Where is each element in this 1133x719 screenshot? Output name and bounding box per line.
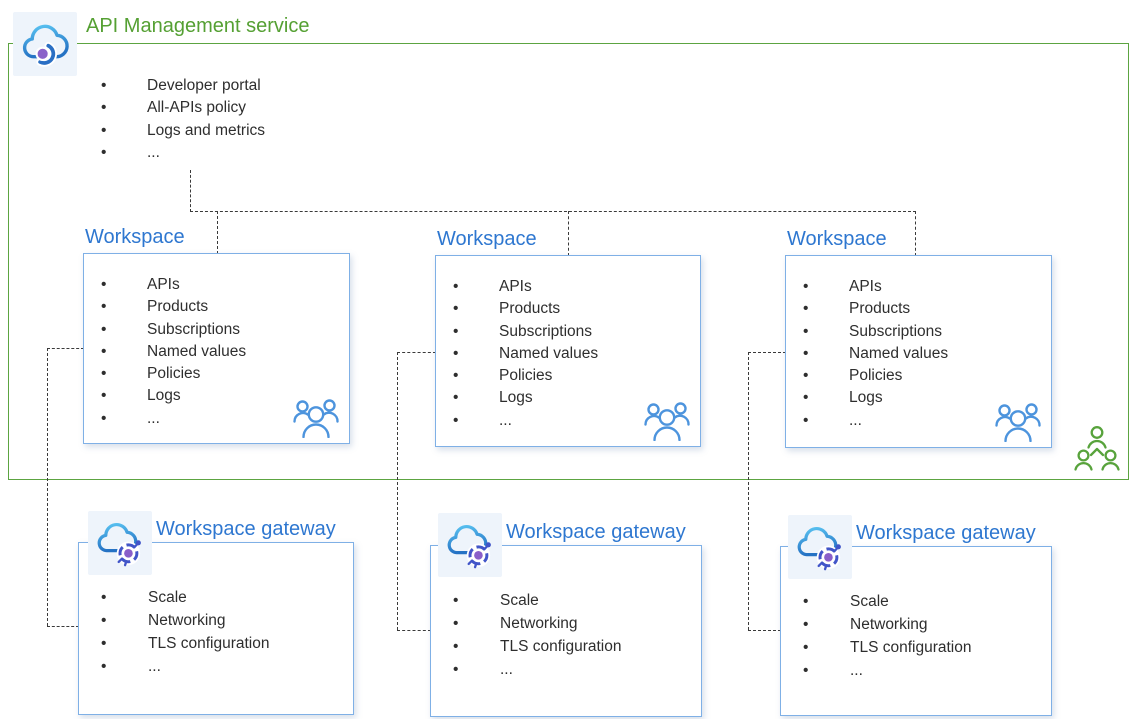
service-title: API Management service (86, 15, 310, 37)
workspace-list-item: Products (436, 298, 700, 321)
connector-ws3-out (748, 352, 786, 353)
workspace-list-item: APIs (786, 276, 1051, 299)
gateway-list-item: TLS configuration (431, 635, 622, 658)
gateway-1-title: Workspace gateway (156, 518, 336, 540)
connector-drop-workspace-3 (915, 211, 916, 256)
workspace-list-item: APIs (436, 276, 700, 299)
workspace-list-item: Logs (84, 385, 349, 408)
workspace-list-item: Policies (436, 365, 700, 388)
gateway-1-feature-list: Scale Networking TLS configuration ... (79, 586, 270, 678)
workspace-list-item: Subscriptions (786, 321, 1051, 344)
workspace-list-item: Subscriptions (436, 321, 700, 344)
workspace-3-feature-list: APIs Products Subscriptions Named values… (786, 276, 1051, 432)
gateway-list-item: Scale (79, 586, 270, 609)
api-management-service-box (8, 43, 1129, 480)
workspace-list-item: ... (786, 410, 1051, 433)
workspace-list-item: Policies (786, 365, 1051, 388)
gateway-list-item: Networking (781, 613, 972, 636)
team-members-icon (293, 399, 339, 438)
team-members-icon (644, 402, 690, 441)
workspace-1-box: APIs Products Subscriptions Named values… (83, 253, 350, 444)
connector-ws3-gateway-in (748, 630, 781, 631)
workspace-gateway-icon (438, 513, 502, 577)
gateway-cloud-icon (97, 522, 141, 567)
gateway-cloud-icon (447, 524, 491, 569)
connector-ws3-down (748, 352, 749, 630)
connector-ws1-gateway-in (47, 626, 79, 627)
gateway-list-item: ... (79, 655, 270, 678)
connector-ws1-down (47, 348, 48, 626)
service-list-item: ... (85, 142, 265, 165)
workspace-gateway-2-box: Scale Networking TLS configuration ... (430, 545, 702, 717)
gateway-list-item: Scale (431, 589, 622, 612)
workspace-gateway-icon (788, 515, 852, 579)
gateway-3-title: Workspace gateway (856, 522, 1036, 544)
api-management-cloud-icon (22, 24, 69, 67)
connector-service-trunk (190, 170, 191, 212)
team-members-icon (995, 403, 1041, 442)
service-list-item: Logs and metrics (85, 120, 265, 143)
workspace-3-title: Workspace (787, 228, 887, 250)
workspace-list-item: APIs (84, 274, 349, 297)
workspace-list-item: Logs (786, 387, 1051, 410)
workspace-2-title: Workspace (437, 228, 537, 250)
service-list-item: All-APIs policy (85, 97, 265, 120)
connector-service-bus (190, 211, 916, 212)
connector-drop-workspace-2 (568, 211, 569, 256)
workspace-list-item: Products (786, 298, 1051, 321)
gateway-list-item: ... (781, 659, 972, 682)
workspace-list-item: ... (84, 408, 349, 431)
collaborators-icon (1074, 426, 1120, 471)
workspace-1-feature-list: APIs Products Subscriptions Named values… (84, 274, 349, 430)
workspace-2-feature-list: APIs Products Subscriptions Named values… (436, 276, 700, 432)
service-list-item: Developer portal (85, 75, 265, 98)
workspace-gateway-icon (88, 511, 152, 575)
gateway-list-item: ... (431, 658, 622, 681)
gateway-list-item: Networking (431, 612, 622, 635)
gateway-2-feature-list: Scale Networking TLS configuration ... (431, 589, 622, 681)
gateway-cloud-icon (797, 526, 841, 571)
workspace-1-title: Workspace (85, 226, 185, 248)
connector-ws2-down (397, 352, 398, 630)
workspace-list-item: Named values (786, 343, 1051, 366)
api-management-icon (13, 12, 77, 76)
workspace-2-box: APIs Products Subscriptions Named values… (435, 255, 701, 447)
workspace-list-item: Named values (436, 343, 700, 366)
workspace-list-item: Named values (84, 341, 349, 364)
workspace-list-item: Products (84, 296, 349, 319)
gateway-list-item: TLS configuration (781, 636, 972, 659)
workspace-list-item: Policies (84, 363, 349, 386)
gateway-list-item: Scale (781, 590, 972, 613)
gateway-list-item: Networking (79, 609, 270, 632)
gateway-list-item: TLS configuration (79, 632, 270, 655)
workspace-3-box: APIs Products Subscriptions Named values… (785, 255, 1052, 448)
gateway-3-feature-list: Scale Networking TLS configuration ... (781, 590, 972, 682)
gateway-2-title: Workspace gateway (506, 521, 686, 543)
connector-drop-workspace-1 (217, 211, 218, 254)
connector-ws1-out (47, 348, 84, 349)
connector-ws2-out (397, 352, 436, 353)
workspace-list-item: ... (436, 410, 700, 433)
service-feature-list: Developer portal All-APIs policy Logs an… (85, 75, 265, 164)
workspace-list-item: Logs (436, 387, 700, 410)
workspace-list-item: Subscriptions (84, 319, 349, 342)
connector-ws2-gateway-in (397, 630, 431, 631)
